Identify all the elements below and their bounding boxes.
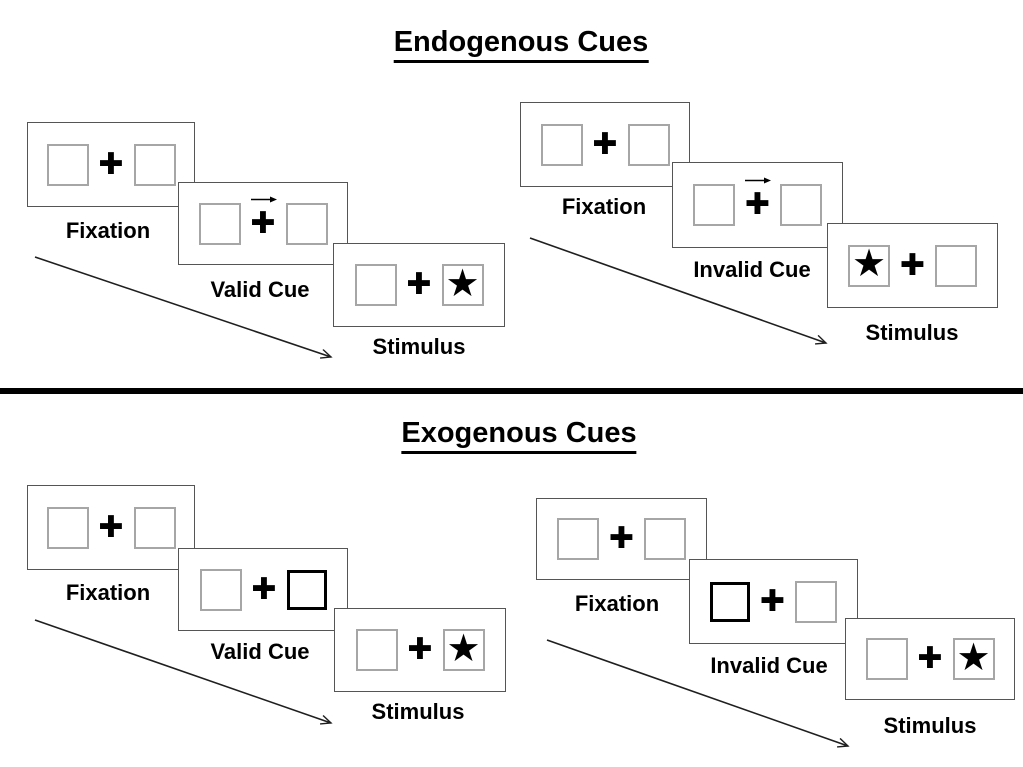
star-stimulus-icon: ★	[956, 636, 991, 679]
star-stimulus-icon: ★	[446, 627, 481, 670]
stimulus-panel: ★ ✚	[827, 223, 998, 308]
stimulus-label: Stimulus	[865, 320, 959, 345]
timeline-arrow-exogenous-valid	[34, 619, 331, 723]
fixation-label: Fixation	[561, 194, 647, 219]
fixation-cross-icon: ✚	[744, 177, 771, 220]
left-box	[46, 506, 89, 549]
stimulus-panel: ✚ ★	[333, 243, 505, 327]
left-box	[354, 264, 397, 306]
right-box	[795, 580, 837, 623]
left-box: ★	[848, 243, 890, 287]
fixation-label: Fixation	[574, 591, 660, 616]
left-box	[693, 184, 735, 226]
fixation-label: Fixation	[65, 218, 151, 243]
cue-label: Valid Cue	[210, 639, 310, 664]
right-box	[627, 123, 670, 166]
fixation-cross-icon: ✚	[759, 584, 786, 618]
stimulus-panel: ✚ ★	[334, 608, 506, 692]
fixation-cross-icon: ✚	[608, 522, 635, 555]
invalid-cue-panel: ✚	[689, 559, 858, 644]
left-box	[198, 202, 241, 245]
fixation-cross-icon: ✚	[917, 642, 943, 675]
right-box	[780, 184, 822, 226]
cue-highlight-box	[710, 581, 750, 622]
left-box	[46, 143, 89, 186]
star-stimulus-icon: ★	[851, 243, 887, 285]
fixation-panel: ✚	[27, 485, 195, 570]
invalid-cue-panel: ✚	[672, 162, 843, 248]
right-box	[133, 143, 176, 186]
fixation-cross-icon: ✚	[899, 248, 926, 282]
timeline-arrow-endogenous-invalid	[529, 237, 826, 343]
endogenous-title: Endogenous Cues	[393, 26, 649, 63]
stimulus-label: Stimulus	[371, 699, 465, 724]
valid-cue-panel: ✚	[178, 548, 348, 631]
cue-arrow-icon	[745, 177, 771, 184]
right-box	[285, 202, 328, 245]
section-divider	[0, 388, 1023, 394]
right-box	[935, 244, 977, 287]
cue-label: Invalid Cue	[693, 257, 811, 282]
left-box	[865, 638, 908, 680]
stimulus-label: Stimulus	[372, 334, 466, 359]
left-box	[557, 518, 599, 560]
right-box: ★	[441, 262, 484, 306]
fixation-cross-icon: ✚	[592, 127, 618, 161]
right-box: ★	[952, 636, 995, 680]
right-box	[644, 518, 686, 560]
right-box	[133, 506, 176, 549]
fixation-panel: ✚	[520, 102, 690, 187]
stimulus-panel: ✚ ★	[845, 618, 1015, 700]
stimulus-label: Stimulus	[883, 713, 977, 738]
right-box: ★	[442, 627, 485, 671]
left-box	[355, 629, 398, 671]
fixation-cross-icon: ✚	[250, 196, 277, 239]
fixation-panel: ✚	[27, 122, 195, 207]
fixation-label: Fixation	[65, 580, 151, 605]
fixation-cross-icon: ✚	[406, 268, 432, 301]
timeline-arrow-endogenous-valid	[34, 256, 331, 357]
star-stimulus-icon: ★	[445, 262, 480, 305]
endogenous-title-text: Endogenous Cues	[393, 26, 649, 63]
cue-label: Invalid Cue	[710, 653, 828, 678]
exogenous-title-text: Exogenous Cues	[401, 417, 637, 454]
cue-arrow-icon	[250, 196, 277, 202]
cue-highlight-box	[286, 569, 327, 610]
fixation-panel: ✚	[536, 498, 707, 580]
fixation-cross-icon: ✚	[251, 572, 277, 606]
left-box	[199, 568, 242, 611]
left-box	[540, 123, 583, 166]
fixation-cross-icon: ✚	[407, 633, 433, 666]
fixation-cross-icon: ✚	[98, 510, 124, 544]
fixation-cross-icon: ✚	[98, 147, 124, 181]
exogenous-title: Exogenous Cues	[401, 417, 637, 454]
valid-cue-panel: ✚	[178, 182, 348, 265]
cue-label: Valid Cue	[210, 277, 310, 302]
